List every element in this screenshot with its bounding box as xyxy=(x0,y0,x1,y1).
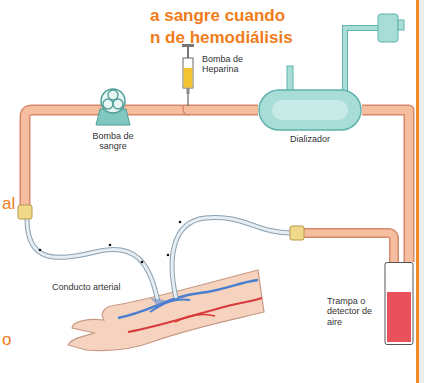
tube-connector-piece xyxy=(290,226,304,240)
flow-arrow xyxy=(167,254,170,257)
side-text-fragment: o xyxy=(2,330,11,350)
tube xyxy=(25,110,138,206)
syringe-rod xyxy=(187,47,189,59)
syringe-barrel xyxy=(183,58,193,88)
tube xyxy=(138,106,188,110)
dialyzer-body xyxy=(258,88,362,132)
access-tube xyxy=(27,219,158,302)
dialysate-unit xyxy=(378,14,398,42)
pump-symbol xyxy=(88,85,138,129)
node-label: Trampa o detector de aire xyxy=(327,296,379,327)
artery xyxy=(128,298,262,332)
access-tube xyxy=(172,217,292,298)
dialyzer-core xyxy=(272,100,348,120)
pump-roller xyxy=(108,90,118,100)
tube-outline xyxy=(188,106,258,110)
node-label: Bomba de Heparina xyxy=(202,54,252,75)
tube xyxy=(304,233,394,266)
trap-blood xyxy=(387,292,411,342)
needle-tip xyxy=(150,298,165,306)
tube-outline xyxy=(362,110,409,262)
tube-connector xyxy=(188,106,258,110)
heparin xyxy=(184,68,193,88)
flow-arrow xyxy=(109,244,112,247)
artery xyxy=(175,314,215,322)
dialyzer-port xyxy=(345,28,380,94)
dialysate-unit xyxy=(398,20,404,30)
tube-connector-piece xyxy=(18,205,32,219)
heading-fragment: a sangre cuando xyxy=(150,6,285,26)
side-text-fragment: al xyxy=(2,194,15,214)
tube-connector xyxy=(362,110,409,262)
pump-rotor xyxy=(101,89,125,113)
vein xyxy=(118,280,258,318)
tube-outline xyxy=(304,233,394,266)
needle xyxy=(187,94,188,106)
dialyzer-capsule xyxy=(259,90,361,130)
syringe xyxy=(178,44,198,106)
air-trap: Trampa o detector de aire xyxy=(327,262,415,346)
syringe-tip xyxy=(187,88,190,94)
flow-arrow xyxy=(179,221,182,224)
tube xyxy=(362,110,409,262)
heading-fragment: n de hemodiálisis xyxy=(150,28,293,48)
dialyzer-port xyxy=(345,28,380,94)
tube-outline xyxy=(25,110,138,206)
edge-panel xyxy=(419,0,424,383)
tube-connector xyxy=(138,106,188,110)
trap-case xyxy=(385,263,413,345)
node-label: Dializador xyxy=(290,134,330,144)
tube-outline xyxy=(138,106,188,110)
part-label: Conducto arterial xyxy=(52,282,121,292)
node-label: Bomba de sangre xyxy=(88,131,138,152)
tube xyxy=(188,106,258,110)
flow-arrow xyxy=(141,261,144,264)
flow-arrow xyxy=(39,249,42,252)
access-tube xyxy=(27,219,158,302)
pump-roller xyxy=(113,99,123,109)
edge-bar xyxy=(416,0,419,383)
heparin-pump: Bomba de Heparina xyxy=(178,44,252,106)
pump-roller xyxy=(103,99,113,109)
dialyzer: Dializador xyxy=(258,88,362,144)
access-tube xyxy=(172,217,292,298)
trap-chamber xyxy=(383,262,415,346)
blood-pump: Bomba de sangre xyxy=(88,85,138,152)
